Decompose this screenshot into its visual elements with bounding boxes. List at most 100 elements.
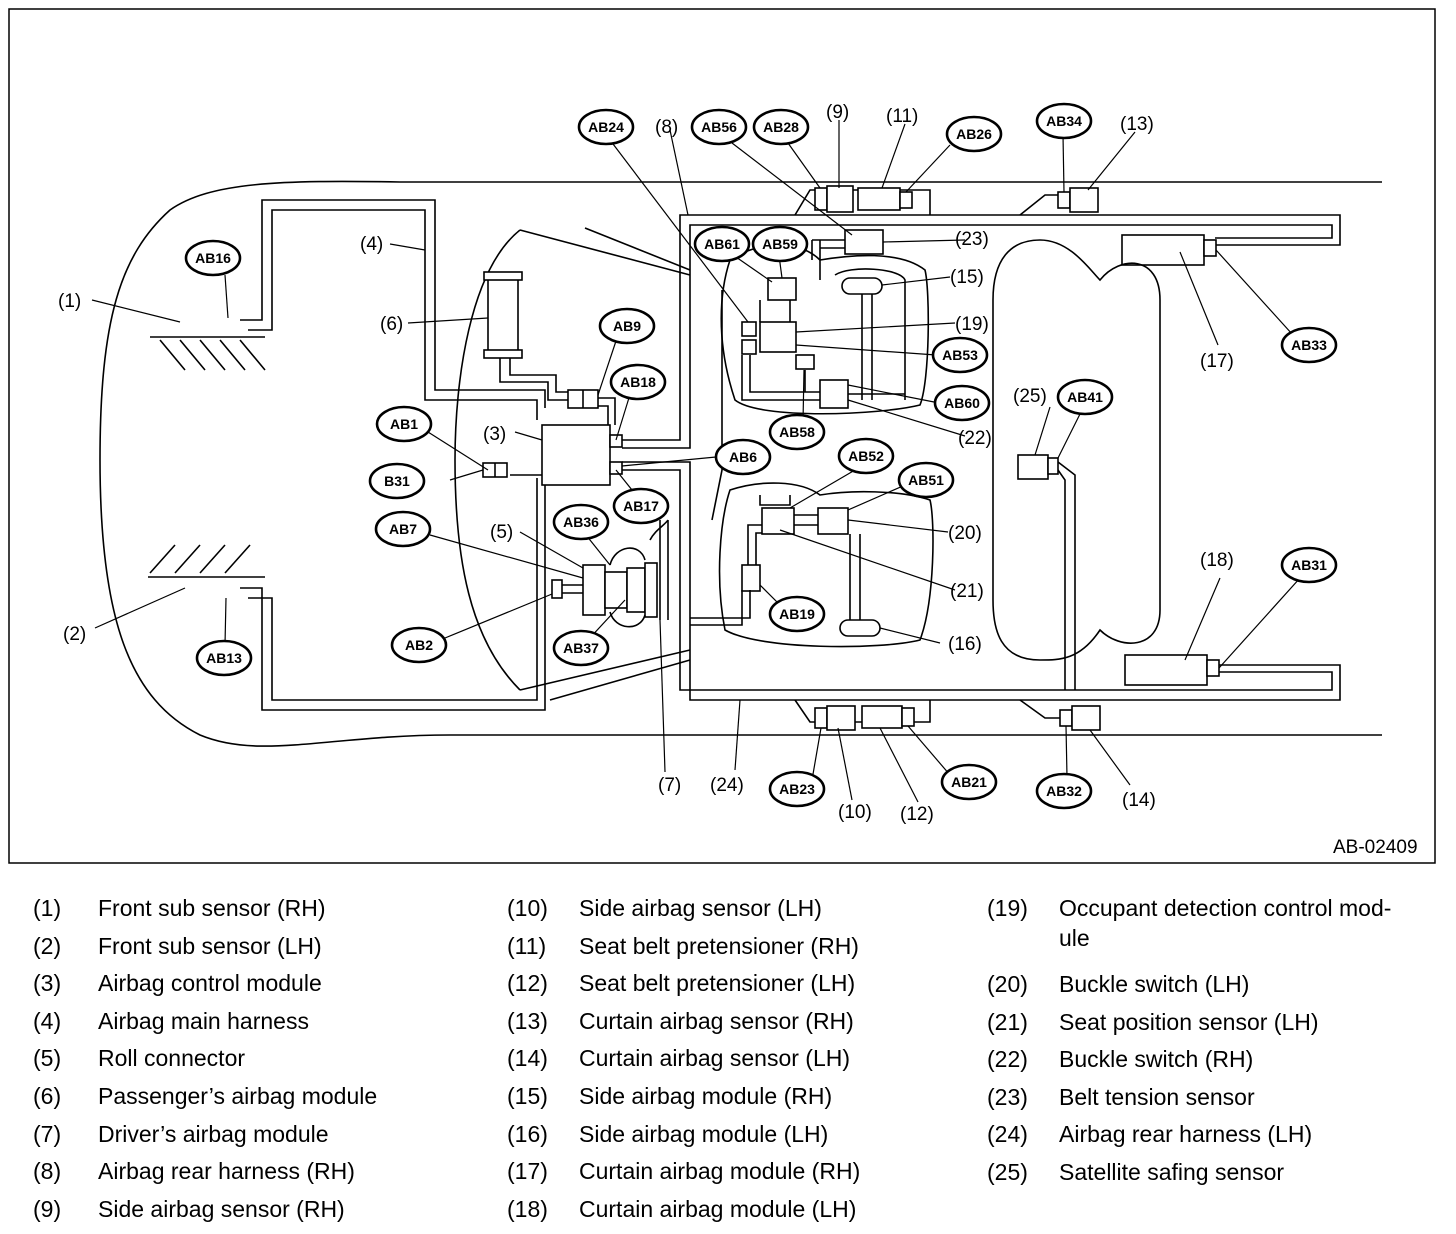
connector-oval xyxy=(1035,102,1093,140)
legend-item: (19)Occupant detection control mod- ule xyxy=(987,890,1427,966)
legend-number: (13) xyxy=(507,1007,548,1034)
connector-id: AB18 xyxy=(620,374,656,390)
callout-12: (12) xyxy=(900,804,934,825)
callout-11: (11) xyxy=(886,106,918,127)
legend-label: Passenger’s airbag module xyxy=(98,1082,378,1109)
connector-id: AB26 xyxy=(956,126,992,142)
legend-item: (17)Curtain airbag module (RH) xyxy=(507,1153,957,1191)
connector-id: AB32 xyxy=(1046,783,1082,799)
connector-oval xyxy=(693,225,751,263)
callout-7: (7) xyxy=(658,775,681,796)
legend-label: Airbag main harness xyxy=(98,1007,309,1034)
legend-number: (23) xyxy=(987,1083,1028,1110)
legend-column-1: (1)Front sub sensor (RH) (2)Front sub se… xyxy=(33,890,473,1228)
connector-ab17: AB17 xyxy=(612,487,670,525)
legend-number: (10) xyxy=(507,895,548,921)
figure-id: AB-02409 xyxy=(1333,837,1418,858)
connector-oval xyxy=(577,108,635,146)
callout-25: (25) xyxy=(1013,386,1047,407)
connector-oval xyxy=(837,437,895,475)
legend-item: (14)Curtain airbag sensor (LH) xyxy=(507,1040,957,1078)
legend-label: Driver’s airbag module xyxy=(98,1120,329,1147)
parts-legend: (1)Front sub sensor (RH) (2)Front sub se… xyxy=(0,890,1456,1230)
connector-oval xyxy=(552,629,610,667)
connector-ab26: AB26 xyxy=(945,115,1003,153)
connector-ab32: AB32 xyxy=(1035,772,1093,810)
connector-id: AB33 xyxy=(1291,337,1327,353)
connector-oval xyxy=(690,108,748,146)
legend-item: (5)Roll connector xyxy=(33,1040,473,1078)
legend-item: (25) Satellite safing sensor xyxy=(987,1154,1427,1192)
connector-id: AB16 xyxy=(195,250,231,266)
connector-oval xyxy=(1280,546,1338,584)
connector-ab21: AB21 xyxy=(940,763,998,801)
callout-2: (2) xyxy=(63,624,86,645)
connector-ab31: AB31 xyxy=(1280,546,1338,584)
connector-b31: B31 xyxy=(368,462,426,500)
legend-label: Front sub sensor (RH) xyxy=(98,895,326,921)
legend-item: (21)Seat position sensor (LH) xyxy=(987,1004,1427,1042)
legend-number: (20) xyxy=(987,971,1028,997)
connector-oval xyxy=(552,503,610,541)
callout-13: (13) xyxy=(1120,114,1154,135)
connector-id: AB23 xyxy=(779,781,815,797)
connector-oval xyxy=(945,115,1003,153)
connector-id: AB34 xyxy=(1046,113,1082,129)
connector-oval xyxy=(714,438,772,476)
connector-oval xyxy=(195,639,253,677)
connector-ab58: AB58 xyxy=(768,413,826,451)
legend-label: Airbag rear harness (LH) xyxy=(1059,1121,1313,1148)
legend-number: (11) xyxy=(507,932,547,959)
connector-oval xyxy=(1035,772,1093,810)
connector-ab60: AB60 xyxy=(933,384,991,422)
legend-label: Satellite safing sensor xyxy=(1059,1158,1285,1185)
connector-id: AB28 xyxy=(763,119,799,135)
connector-ab53: AB53 xyxy=(931,336,989,374)
legend-number: (4) xyxy=(33,1007,62,1034)
connector-oval xyxy=(1280,326,1338,364)
connector-id: AB36 xyxy=(563,514,599,530)
legend-number: (25) xyxy=(987,1158,1028,1185)
legend-item: (12) Seat belt pretensioner (LH) xyxy=(507,965,957,1003)
legend-label: Occupant detection control mod- ule xyxy=(1059,895,1392,951)
legend-number: (12) xyxy=(507,970,548,997)
legend-label: Airbag control module xyxy=(98,970,322,997)
connector-oval xyxy=(931,336,989,374)
legend-label: Seat belt pretensioner (LH) xyxy=(579,970,856,997)
vehicle-body-outline xyxy=(99,180,1382,747)
legend-number: (2) xyxy=(33,932,62,959)
legend-label: Side airbag module (LH) xyxy=(579,1120,829,1147)
connector-ab36: AB36 xyxy=(552,503,610,541)
legend-item: (7) Driver’s airbag module xyxy=(33,1116,473,1154)
connector-ab6: AB6 xyxy=(714,438,772,476)
callout-16: (16) xyxy=(948,634,982,655)
connector-ab7: AB7 xyxy=(374,510,432,548)
legend-item: (23)Belt tension sensor xyxy=(987,1079,1427,1117)
connector-id: AB37 xyxy=(563,640,599,656)
callout-4: (4) xyxy=(360,234,383,255)
callout-17: (17) xyxy=(1200,351,1234,372)
callout-24: (24) xyxy=(710,775,744,796)
legend-item: (8)Airbag rear harness (RH) xyxy=(33,1153,473,1191)
connector-ab37: AB37 xyxy=(552,629,610,667)
connector-id: AB2 xyxy=(405,637,433,653)
connector-ab33: AB33 xyxy=(1280,326,1338,364)
connector-id: AB17 xyxy=(623,498,659,514)
connector-id: AB58 xyxy=(779,424,815,440)
connector-oval xyxy=(768,413,826,451)
legend-number: (8) xyxy=(33,1158,62,1185)
legend-item: (13)Curtain airbag sensor (RH) xyxy=(507,1003,957,1041)
connector-ab23: AB23 xyxy=(768,770,826,808)
legend-number: (9) xyxy=(33,1195,62,1222)
legend-column-3: (19)Occupant detection control mod- ule … xyxy=(987,890,1427,1192)
legend-number: (7) xyxy=(33,1120,62,1147)
connector-oval xyxy=(768,595,826,633)
airbag-system-diagram: (1) (2) (3) (4) (5) (6) (7) (8) (9) (10)… xyxy=(8,8,1436,864)
callout-9: (9) xyxy=(826,102,849,123)
connector-oval xyxy=(897,461,955,499)
connector-oval xyxy=(768,770,826,808)
connector-ab28: AB28 xyxy=(752,108,810,146)
legend-item: (3)Airbag control module xyxy=(33,965,473,1003)
connector-id: AB61 xyxy=(704,236,740,252)
connector-oval xyxy=(940,763,998,801)
